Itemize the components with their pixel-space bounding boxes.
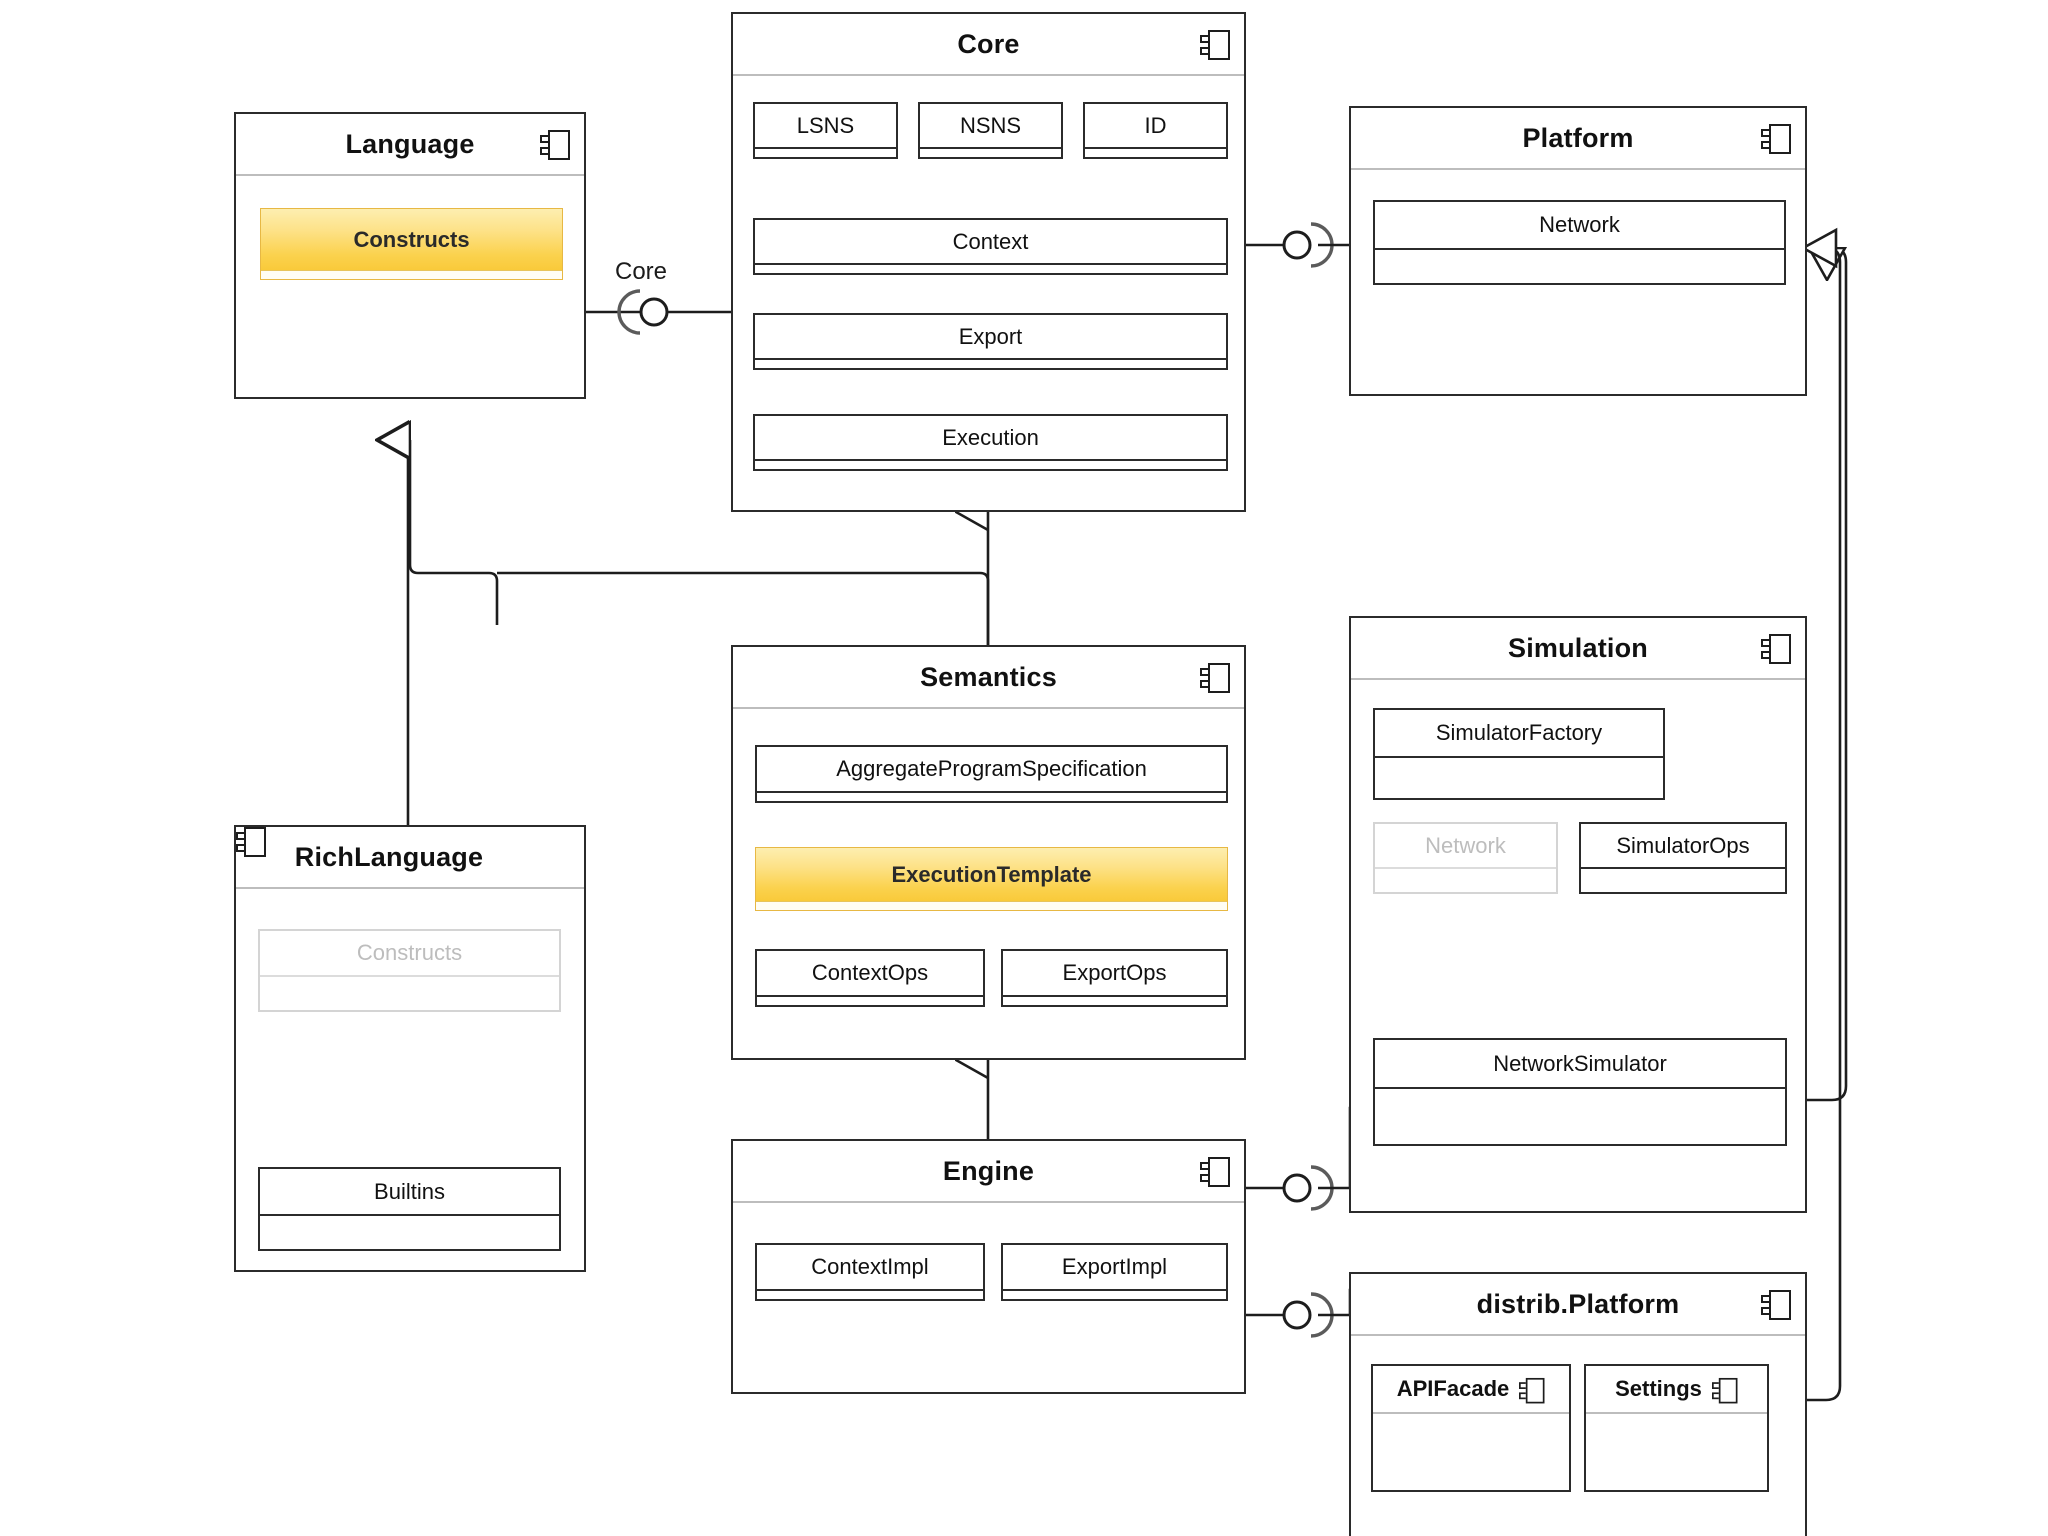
part-execution-label: Execution [755,416,1226,461]
part-simulatorops[interactable]: SimulatorOps [1579,822,1787,894]
component-engine[interactable]: Engine ContextImpl ExportImpl [731,1139,1246,1394]
part-executiontemplate[interactable]: ExecutionTemplate [755,847,1228,911]
component-richlanguage-title: RichLanguage [294,841,484,872]
component-simulation-title: Simulation [1507,632,1648,663]
component-platform[interactable]: Platform Network [1349,106,1807,396]
component-icon [1761,634,1791,664]
part-builtins-label: Builtins [260,1169,559,1216]
part-networksimulator-label: NetworkSimulator [1375,1040,1785,1089]
part-networksimulator[interactable]: NetworkSimulator [1373,1038,1787,1146]
component-icon [1761,124,1791,154]
part-apifacade[interactable]: APIFacade [1371,1364,1571,1492]
component-distrib-platform-header: distrib.Platform [1351,1274,1805,1336]
component-icon [1200,1157,1230,1187]
part-id-label: ID [1085,104,1226,149]
part-lsns-label: LSNS [755,104,896,149]
part-network[interactable]: Network [1373,200,1786,285]
component-icon [1761,1290,1791,1320]
part-id[interactable]: ID [1083,102,1228,159]
component-core[interactable]: Core LSNS NSNS ID Context Export [731,12,1246,512]
part-aggregateprogramspecification[interactable]: AggregateProgramSpecification [755,745,1228,803]
part-constructs-label: Constructs [261,209,562,271]
part-contextops[interactable]: ContextOps [755,949,985,1007]
part-simulatorfactory[interactable]: SimulatorFactory [1373,708,1665,800]
wire-distrib-platform [1806,246,1842,1402]
component-icon [1200,30,1230,60]
part-contextimpl[interactable]: ContextImpl [755,1243,985,1301]
component-simulation[interactable]: Simulation SimulatorFactory Network Simu… [1349,616,1807,1213]
part-nsns-label: NSNS [920,104,1061,149]
component-icon [1519,1377,1545,1404]
part-nsns[interactable]: NSNS [918,102,1063,159]
part-exportimpl[interactable]: ExportImpl [1001,1243,1228,1301]
wire-simulation-platform [1806,246,1848,1102]
part-apifacade-label: APIFacade [1396,1376,1510,1401]
part-export-label: Export [755,315,1226,360]
wire-semantics-branch [497,571,990,645]
interface-label-core: Core [615,258,668,285]
part-network-label: Network [1375,202,1784,250]
component-richlanguage[interactable]: RichLanguage Constructs Builtins [234,825,586,1272]
component-icon [1200,663,1230,693]
component-semantics-title: Semantics [920,661,1057,692]
part-constructs-ghost-label: Constructs [260,931,559,977]
component-language-title: Language [345,128,475,159]
component-core-title: Core [957,28,1020,59]
component-semantics-header: Semantics [733,647,1244,709]
component-language-header: Language [236,114,584,176]
part-network-ghost[interactable]: Network [1373,822,1558,894]
part-executiontemplate-label: ExecutionTemplate [756,848,1227,902]
part-exportops-label: ExportOps [1003,951,1226,997]
component-icon [236,827,525,872]
component-distrib-platform[interactable]: distrib.Platform APIFacade Settings [1349,1272,1807,1536]
component-distrib-platform-title: distrib.Platform [1476,1288,1680,1319]
part-network-ghost-label: Network [1375,824,1556,869]
component-engine-title: Engine [942,1155,1035,1186]
part-contextimpl-label: ContextImpl [757,1245,983,1291]
part-constructs-ghost[interactable]: Constructs [258,929,561,1012]
component-icon [540,130,570,160]
part-apifacade-header: APIFacade [1373,1366,1569,1414]
component-simulation-header: Simulation [1351,618,1805,680]
part-settings-header: Settings [1586,1366,1767,1414]
part-lsns[interactable]: LSNS [753,102,898,159]
component-richlanguage-header: RichLanguage [236,827,584,889]
wire-semantics-language [410,440,499,625]
part-settings[interactable]: Settings [1584,1364,1769,1492]
component-core-header: Core [733,14,1244,76]
part-export[interactable]: Export [753,313,1228,370]
generalization-arrowhead-platform [1800,227,1838,269]
part-constructs-compartment [261,271,562,279]
part-execution[interactable]: Execution [753,414,1228,471]
part-simulatorfactory-label: SimulatorFactory [1375,710,1663,758]
part-exportimpl-label: ExportImpl [1003,1245,1226,1291]
component-platform-header: Platform [1351,108,1805,170]
part-contextops-label: ContextOps [757,951,983,997]
part-simulatorops-label: SimulatorOps [1581,824,1785,869]
component-icon [1711,1377,1738,1404]
part-context-label: Context [755,220,1226,265]
part-aggregateprogramspecification-label: AggregateProgramSpecification [757,747,1226,793]
part-exportops[interactable]: ExportOps [1001,949,1228,1007]
component-engine-header: Engine [733,1141,1244,1203]
part-builtins[interactable]: Builtins [258,1167,561,1251]
component-language[interactable]: Language Constructs [234,112,586,399]
part-context[interactable]: Context [753,218,1228,275]
component-semantics[interactable]: Semantics AggregateProgramSpecification … [731,645,1246,1060]
component-platform-title: Platform [1522,122,1634,153]
part-settings-label: Settings [1615,1376,1702,1401]
part-constructs[interactable]: Constructs [260,208,563,280]
